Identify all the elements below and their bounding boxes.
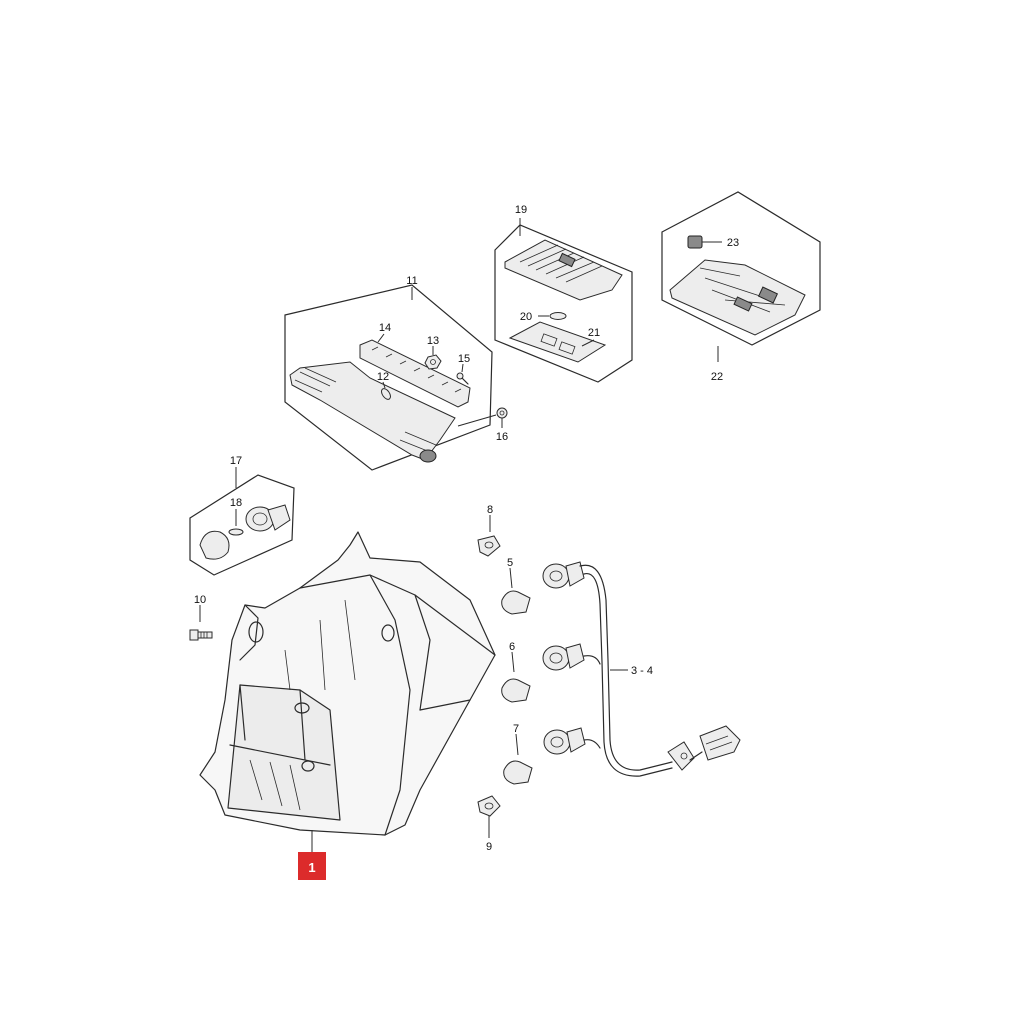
bulb-part-5 — [501, 590, 531, 615]
stop-lamp-end-cap — [419, 449, 437, 463]
bulb-part-12 — [381, 388, 391, 400]
callout-22: 22 — [711, 371, 723, 383]
bulb-part-6 — [501, 678, 531, 703]
harness-socket-middle — [542, 643, 585, 671]
callout-7: 7 — [513, 723, 519, 735]
switch-part-23 — [687, 235, 703, 249]
lens-part-21 — [508, 321, 607, 363]
callout-9: 9 — [486, 841, 492, 853]
callout-1: 1 — [308, 860, 315, 875]
socket-group: 17 18 — [189, 455, 295, 576]
rear-combination-lamp-part-1: 1 — [199, 531, 496, 880]
harness-socket-lower — [543, 727, 586, 755]
callout-5: 5 — [507, 557, 513, 569]
callout-17: 17 — [230, 455, 242, 467]
callout-11: 11 — [406, 275, 417, 287]
bulb-set: 8 5 6 7 9 — [477, 504, 533, 853]
callout-6: 6 — [509, 641, 515, 653]
grommet-part-16 — [496, 407, 508, 419]
harness-socket-upper — [542, 561, 585, 589]
callout-18: 18 — [230, 497, 242, 509]
grommet-part-9 — [477, 795, 501, 817]
bulb-part-7 — [503, 760, 533, 785]
harness-connector — [699, 725, 741, 761]
callout-21: 21 — [588, 327, 600, 339]
bulb-cap — [199, 530, 230, 560]
nut-part-13 — [424, 354, 442, 370]
screw-part-15 — [461, 377, 469, 385]
led-strip-part-14 — [359, 339, 471, 408]
luggage-lamp-group: 19 20 21 — [494, 204, 633, 383]
callout-23: 23 — [727, 237, 739, 249]
lamp-housing-part-19 — [504, 239, 623, 301]
bulb-part-18 — [228, 528, 244, 536]
callout-1-highlight — [298, 852, 326, 880]
callout-19: 19 — [515, 204, 527, 216]
callout-10: 10 — [194, 594, 206, 606]
room-lamp-group: 23 22 — [661, 191, 821, 383]
callout-12: 12 — [377, 371, 389, 383]
grommet-part-8 — [477, 535, 501, 557]
bulb-part-20 — [549, 312, 567, 320]
callout-13: 13 — [427, 335, 439, 347]
callout-3-4: 3 - 4 — [631, 665, 653, 677]
wiring-harness-part-3-4: 3 - 4 — [542, 561, 741, 777]
callout-14: 14 — [379, 322, 391, 334]
callout-20: 20 — [520, 311, 532, 323]
callout-8: 8 — [487, 504, 493, 516]
high-mount-stop-lamp-group: 11 14 13 15 12 16 — [284, 275, 508, 471]
screw-part-10: 10 — [189, 594, 213, 641]
callout-15: 15 — [458, 353, 470, 365]
callout-16: 16 — [496, 431, 508, 443]
